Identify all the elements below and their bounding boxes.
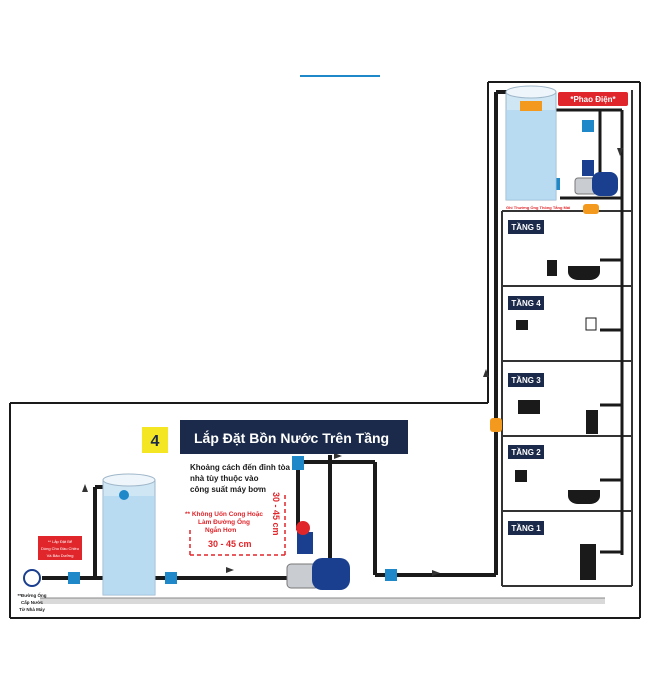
flow-arrows [82,148,623,576]
distribution-pipe [556,108,624,555]
building-outline [9,81,641,619]
supply-label-line-1: **Đường Ống [18,592,47,598]
title-bar [180,420,408,454]
distance-note-line-1: Khoảng cách đến đỉnh tòa [190,463,291,472]
dimension-lines [189,495,286,556]
floor-label-1-text: TẦNG 1 [511,523,541,533]
floor-label-5 [508,220,544,234]
valve-note-line-1: ** Lắp Đặt Bể [48,539,73,544]
fixture-icons [515,260,600,580]
pipe-note-line-2: Làm Đường Ống [198,516,250,526]
tank-pipe-note: Ghi Thường Ống Thông Tắng Mái [506,205,570,210]
step-badge [142,427,168,453]
roof-pump-icon [574,160,618,196]
distance-note-line-2: nhà tùy thuộc vào [190,474,259,483]
pipe-fitting-icon [490,204,599,432]
floor-label-3-text: TẦNG 3 [511,375,541,385]
float-switch-label: *Phao Điện* [570,95,616,104]
supply-label-line-2: Cấp Nước [21,599,43,605]
floor-lines [502,210,632,587]
diagram-title: Lắp Đặt Bồn Nước Trên Tầng [194,429,389,446]
distance-note-line-3: công suất máy bơm [190,485,266,494]
floor-labels: TẦNG 5 TẦNG 4 TẦNG 3 TẦNG 2 TẦNG 1 [508,220,544,535]
floor-label-4-text: TẦNG 4 [511,298,541,308]
dimension-horizontal: 30 - 45 cm [208,539,252,549]
float-switch-badge [558,92,628,106]
pump-icon [286,521,350,590]
floor-label-2 [508,445,544,459]
valve-note-line-2: Dòng Cho Đầu Chiều [41,546,79,551]
floor-label-3 [508,373,544,387]
floor-label-5-text: TẦNG 5 [511,222,541,232]
supply-label-line-3: Từ Nhà Máy [19,607,45,612]
dimension-vertical: 30 - 45 cm [271,492,281,536]
floor-label-2-text: TẦNG 2 [511,447,541,457]
pipe-note-line-1: ** Không Uốn Cong Hoặc [185,510,263,518]
roof-water-tank [505,85,557,201]
ground [40,597,605,604]
valve-note-box [38,536,82,560]
valve-note-line-3: Và Bảo Dưỡng [47,553,74,558]
step-number: 4 [151,433,160,450]
floor-label-4 [508,296,544,310]
water-supply-icon [23,569,41,587]
floor-label-1 [508,521,544,535]
ground-water-tank [102,473,156,596]
pipe-note-line-3: Ngắn Hơn [205,525,236,534]
valve-icon [68,120,594,584]
